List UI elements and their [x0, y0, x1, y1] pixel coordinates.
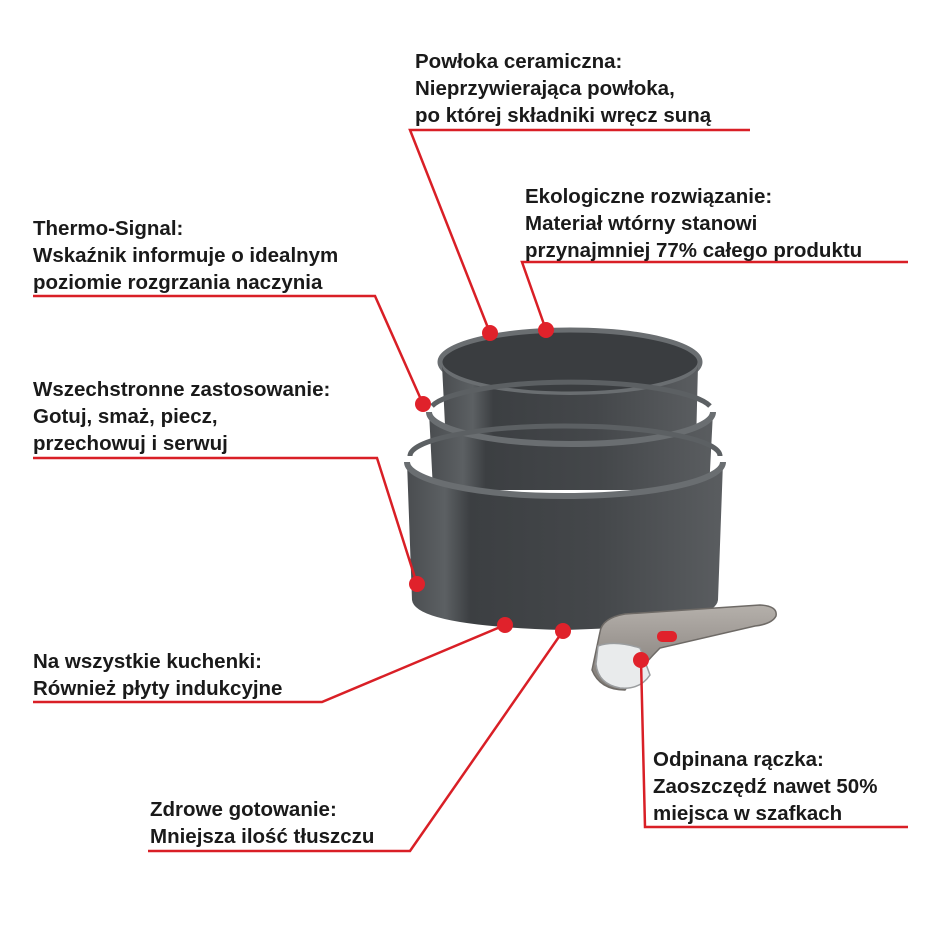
callout-text: poziomie rozgrzania naczynia — [33, 271, 323, 294]
callout-text: Zaoszczędź nawet 50% — [653, 775, 878, 798]
leader-handle — [639, 659, 908, 829]
leader-versatile — [33, 456, 419, 585]
medium-saucepan — [426, 379, 716, 490]
callout-text: miejsca w szafkach — [653, 802, 843, 825]
callout-title: Odpinana rączka: — [653, 748, 824, 771]
callout-text: Wskaźnik informuje o idealnym — [33, 244, 339, 267]
callout-text: Również płyty indukcyjne — [33, 677, 283, 700]
callout-title: Powłoka ceramiczna: — [415, 50, 623, 73]
dot-healthy — [555, 623, 571, 639]
callout-text: przynajmniej 77% całego produktu — [525, 239, 863, 262]
callout-text: po której składniki wręcz suną — [415, 104, 712, 127]
dot-hobs — [497, 617, 513, 633]
callout-text: przechowuj i serwuj — [33, 432, 228, 455]
detachable-handle — [591, 604, 777, 691]
dot-eco — [538, 322, 554, 338]
callout-eco: Ekologiczne rozwiązanie: Materiał wtórny… — [525, 183, 862, 264]
callout-text: Nieprzywierająca powłoka, — [415, 77, 675, 100]
callout-text: Gotuj, smaż, piecz, — [33, 405, 218, 428]
leader-coating — [408, 128, 750, 334]
callout-coating: Powłoka ceramiczna: Nieprzywierająca pow… — [415, 48, 711, 129]
callout-versatile: Wszechstronne zastosowanie: Gotuj, smaż,… — [33, 376, 330, 457]
leader-healthy — [148, 630, 565, 853]
large-saucepan — [404, 423, 726, 630]
dot-versatile — [409, 576, 425, 592]
callout-title: Na wszystkie kuchenki: — [33, 650, 263, 673]
dot-thermo — [415, 396, 431, 412]
leader-lines — [33, 128, 908, 853]
handle-release-button — [657, 631, 677, 642]
callout-title: Thermo-Signal: — [33, 217, 184, 240]
dot-coating — [482, 325, 498, 341]
leader-eco — [520, 260, 908, 331]
callout-dots — [409, 322, 649, 668]
callout-title: Wszechstronne zastosowanie: — [33, 378, 331, 401]
leader-thermo — [33, 294, 425, 405]
callout-text: Mniejsza ilość tłuszczu — [150, 825, 375, 848]
callout-handle: Odpinana rączka: Zaoszczędź nawet 50% mi… — [653, 746, 877, 827]
callout-title: Zdrowe gotowanie: — [150, 798, 337, 821]
callout-healthy: Zdrowe gotowanie: Mniejsza ilość tłuszcz… — [150, 796, 374, 850]
dot-handle — [633, 652, 649, 668]
callout-text: Materiał wtórny stanowi — [525, 212, 758, 235]
callout-hobs: Na wszystkie kuchenki: Również płyty ind… — [33, 648, 282, 702]
leader-hobs — [33, 623, 506, 704]
callout-title: Ekologiczne rozwiązanie: — [525, 185, 773, 208]
callout-thermo-signal: Thermo-Signal: Wskaźnik informuje o idea… — [33, 215, 338, 296]
small-saucepan — [437, 327, 703, 445]
